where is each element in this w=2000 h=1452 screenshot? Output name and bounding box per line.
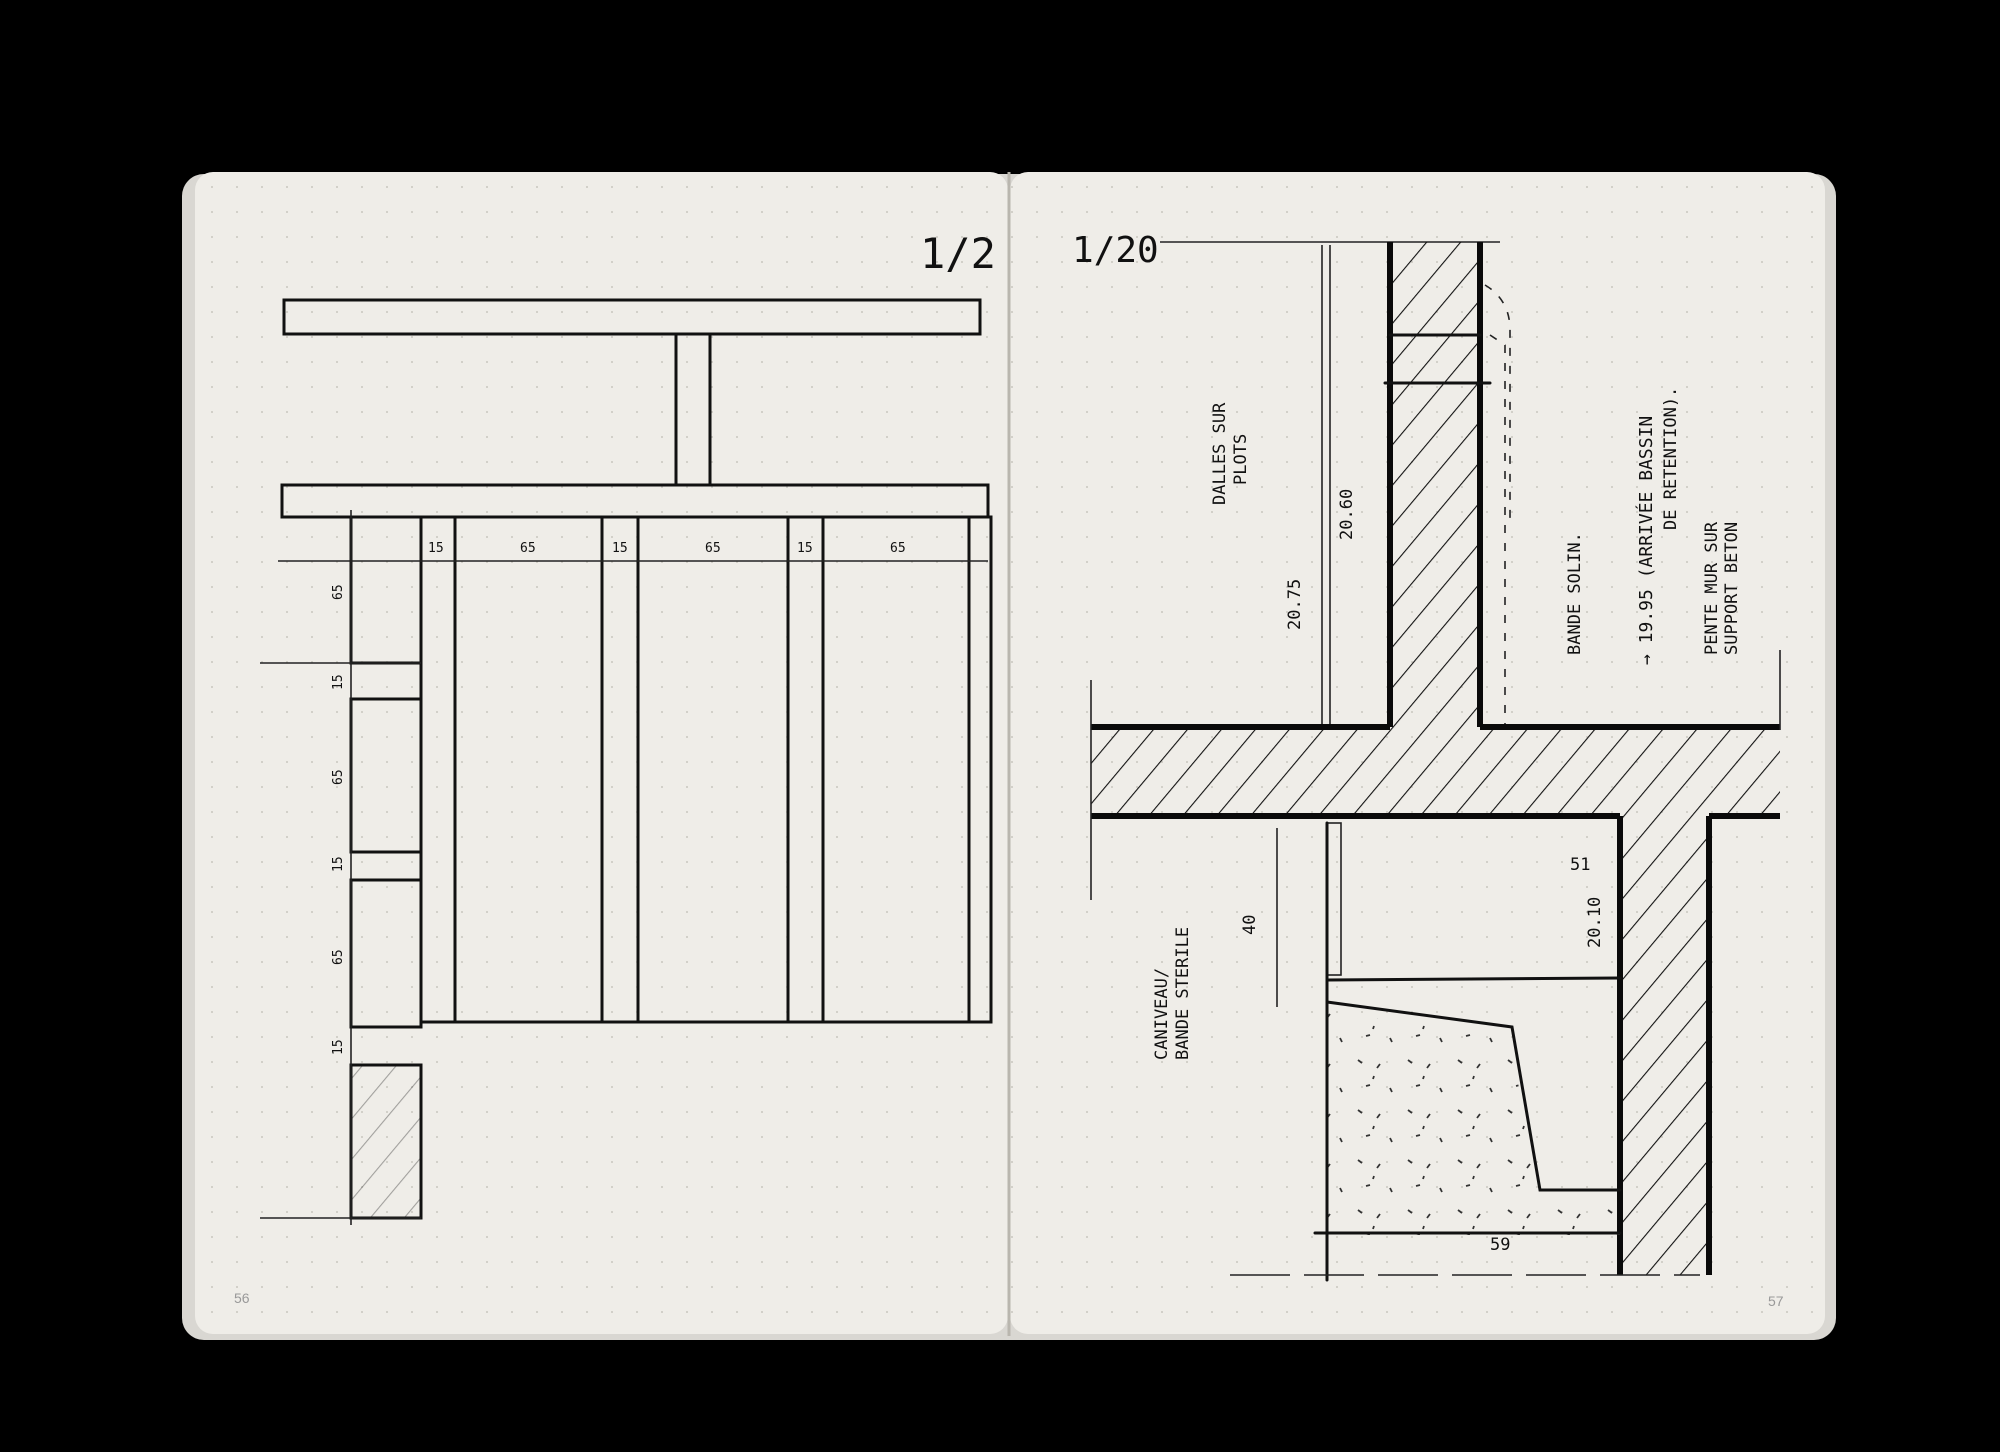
section-detail-sketch [1090, 241, 1781, 1282]
dim-label: 15 [612, 541, 628, 556]
scale-label-left: 1/2 [920, 229, 996, 278]
dim-59: 59 [1490, 1235, 1510, 1255]
dim-label: 15 [331, 674, 346, 690]
page-number-right: 57 [1768, 1293, 1784, 1309]
paving-plan-sketch [260, 298, 993, 1225]
level-2060: 20.60 [1337, 489, 1357, 540]
label-caniveau-line1: CANIVEAU/ [1152, 968, 1172, 1060]
label-pente-line2: SUPPORT BETON [1722, 522, 1742, 655]
dimensions-top: 15 65 15 65 15 65 [428, 541, 906, 556]
dim-51: 51 [1570, 855, 1590, 875]
level-2010: 20.10 [1585, 897, 1605, 948]
dim-label: 15 [428, 541, 444, 556]
dim-40: 40 [1240, 915, 1260, 935]
label-dalles-line1: DALLES SUR [1210, 402, 1230, 505]
dim-label: 65 [890, 541, 906, 556]
label-bande-solin: BANDE SOLIN. [1565, 532, 1585, 655]
dim-label: 15 [797, 541, 813, 556]
label-arrivee-line1: → 19.95 (ARRIVÉE BASSIN [1635, 416, 1657, 665]
dim-label: 65 [705, 541, 721, 556]
dimensions-side: 65 15 65 15 65 15 [331, 584, 346, 1055]
dim-label: 15 [331, 856, 346, 872]
level-2075: 20.75 [1285, 579, 1305, 630]
dim-label: 15 [331, 1039, 346, 1055]
label-caniveau-line2: BANDE STERILE [1173, 927, 1193, 1060]
label-pente-line1: PENTE MUR SUR [1702, 521, 1722, 655]
annotations: DALLES SUR PLOTS 20.60 20.75 BANDE SOLIN… [1152, 387, 1742, 1255]
label-arrivee-line2: DE RETENTION). [1661, 387, 1681, 530]
dim-label: 65 [331, 949, 346, 965]
scale-label-right: 1/20 [1072, 230, 1159, 271]
dim-label: 65 [520, 541, 536, 556]
dim-label: 65 [331, 584, 346, 600]
page-number-left: 56 [234, 1290, 250, 1306]
label-dalles-line2: PLOTS [1231, 434, 1251, 485]
dim-label: 65 [331, 769, 346, 785]
